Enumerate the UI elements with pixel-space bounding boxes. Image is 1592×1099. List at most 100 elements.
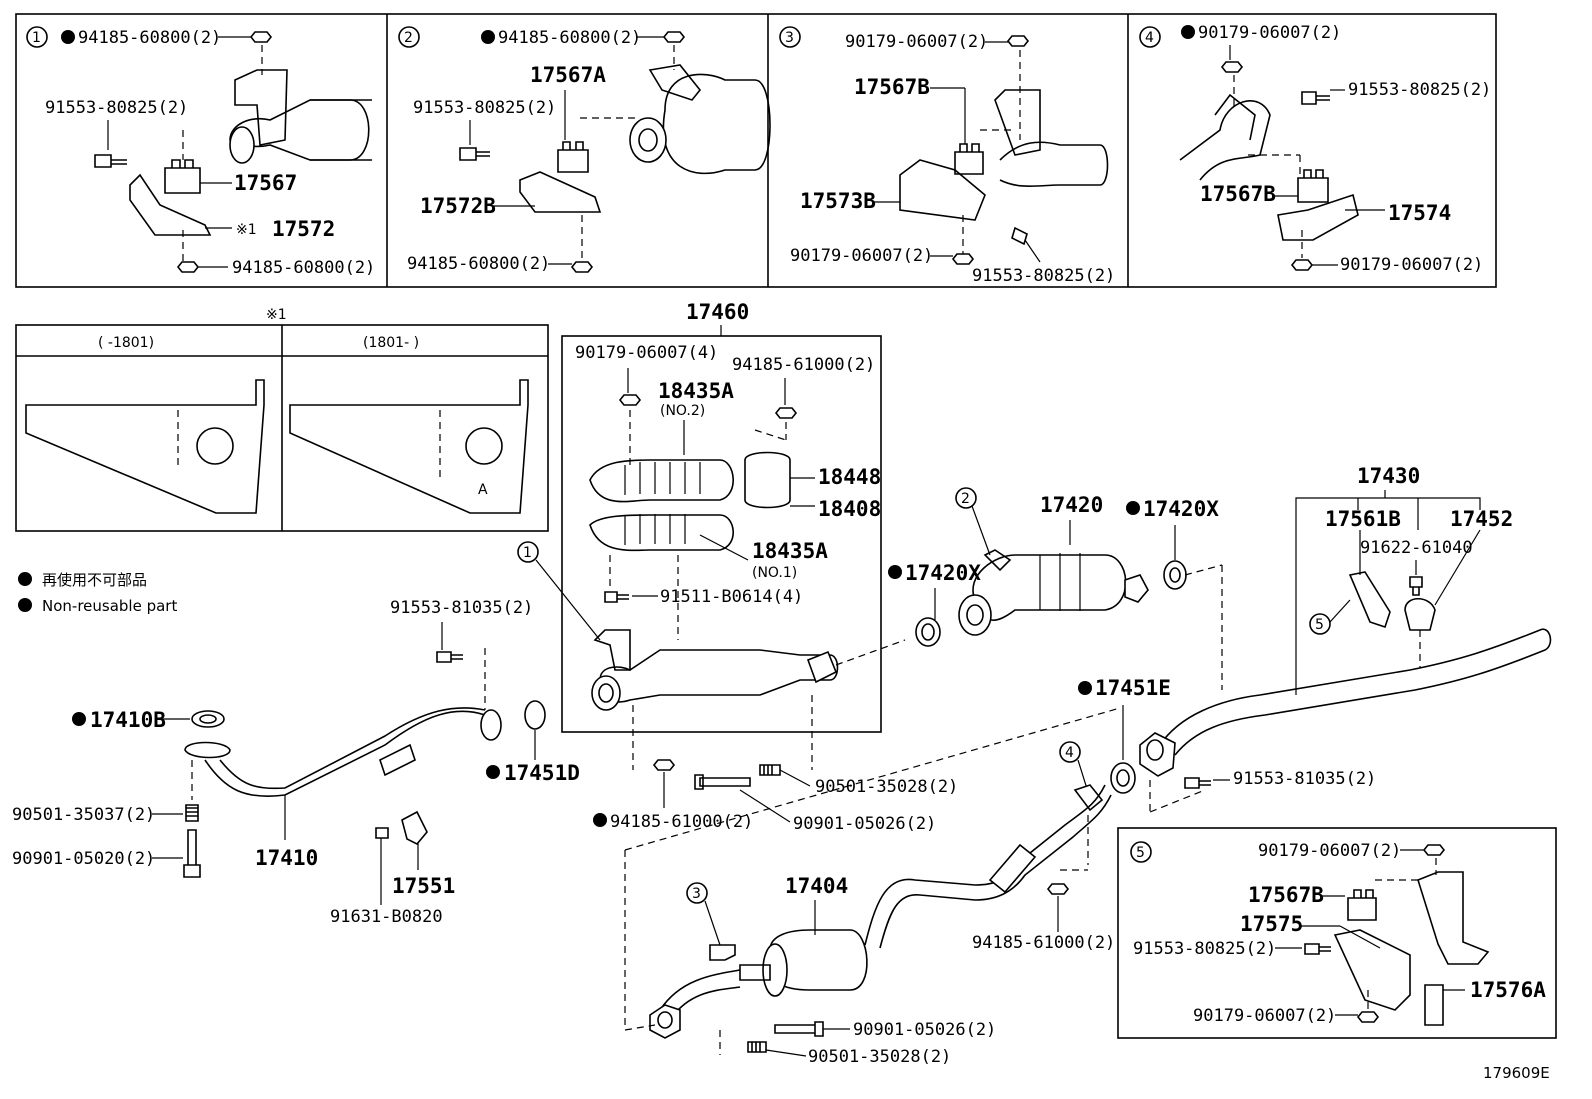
mount-rubber-icon <box>164 159 201 194</box>
main-muffler-17404: 4 94185-61000(2) 17404 3 90901-05026(2) … <box>624 741 1115 1067</box>
panel-number: 4 <box>1145 30 1154 46</box>
assembly-title: 17460 <box>686 300 749 324</box>
svg-text:17551: 17551 <box>392 874 455 898</box>
svg-text:90501-35028(2): 90501-35028(2) <box>815 777 958 797</box>
exhaust-pipe-icon <box>1179 100 1271 181</box>
svg-text:4: 4 <box>1065 745 1074 761</box>
nut-icon <box>176 261 200 273</box>
stud-bolt-icon <box>183 829 201 878</box>
part-label: 17567A <box>530 63 606 87</box>
legend: 再使用不可部品 Non-reusable part <box>18 571 177 615</box>
gasket-icon <box>1163 560 1187 590</box>
svg-text:94185-61000(2): 94185-61000(2) <box>972 933 1115 953</box>
bracket-icon <box>1333 929 1411 1011</box>
svg-text:17420X: 17420X <box>1143 497 1219 521</box>
tail-pipe-icon <box>1159 628 1552 756</box>
part-label: 94185-60800(2) <box>232 258 375 278</box>
panel-number: 3 <box>785 30 794 46</box>
svg-text:3: 3 <box>692 886 701 902</box>
bolt-icon <box>1409 576 1423 596</box>
part-label: 94185-60800(2) <box>78 28 221 48</box>
mount-rubber-icon <box>1297 169 1329 203</box>
non-reusable-mark <box>481 30 495 44</box>
gasket-17451e: 17451E <box>1078 676 1171 794</box>
svg-text:17451D: 17451D <box>504 761 580 785</box>
nut-icon <box>1220 61 1244 73</box>
svg-text:5: 5 <box>1315 617 1324 633</box>
note-panel: ※1 ( -1801) (1801- ) A <box>15 307 549 532</box>
mount-rubber-icon <box>557 141 589 173</box>
gasket-17420x-a: 17420X <box>888 561 981 647</box>
svg-text:17430: 17430 <box>1357 464 1420 488</box>
non-reusable-mark <box>18 598 32 612</box>
bolt-icon <box>1184 777 1211 789</box>
part-label: 18435A <box>658 379 734 403</box>
nut-icon <box>951 253 975 265</box>
svg-text:91622-61040: 91622-61040 <box>1360 538 1473 558</box>
gasket-17420x-b: 17420X <box>1126 497 1223 690</box>
detail-panel-2: 2 94185-60800(2) 17567A 91553-80825(2) 1… <box>398 26 771 274</box>
middle-fasteners: 94185-61000(2) 90901-05026(2) 90501-3502… <box>593 707 1121 1030</box>
bracket-icon <box>519 171 602 213</box>
part-label: 91511-B0614(4) <box>660 587 803 607</box>
svg-text:17451E: 17451E <box>1095 676 1171 700</box>
bracket-icon <box>593 629 631 671</box>
bolt-icon <box>1011 226 1028 246</box>
svg-text:91553-81035(2): 91553-81035(2) <box>390 598 533 618</box>
catalyst-body-icon <box>662 73 771 175</box>
svg-text:2: 2 <box>961 491 970 507</box>
spring-icon <box>747 1041 767 1053</box>
part-label: 90179-06007(4) <box>575 343 718 363</box>
nut-icon <box>249 31 273 43</box>
nut-icon <box>1422 844 1446 856</box>
svg-text:90901-05026(2): 90901-05026(2) <box>793 814 936 834</box>
note-right-header: (1801- ) <box>363 335 419 351</box>
part-label: 91553-80825(2) <box>972 266 1115 286</box>
svg-text:90501-35028(2): 90501-35028(2) <box>808 1047 951 1067</box>
detail-panel-1: 1 94185-60800(2) 91553-80825(2) 17567 ※1… <box>26 26 375 278</box>
intermediate-pipe-icon <box>864 784 1106 946</box>
non-reusable-mark <box>1181 25 1195 39</box>
bolt-icon <box>459 147 490 161</box>
svg-text:17420X: 17420X <box>905 561 981 585</box>
bolt-icon <box>1304 943 1331 955</box>
clamp-upper-icon <box>744 451 791 509</box>
sub-muffler-icon <box>972 554 1127 621</box>
part-label: 17572B <box>420 194 496 218</box>
bolt-icon <box>375 827 389 839</box>
part-label: 17574 <box>1388 201 1451 225</box>
nut-icon <box>618 394 642 406</box>
insulator-icon <box>1424 984 1444 1026</box>
note-title: ※1 <box>266 307 287 323</box>
svg-text:17576A: 17576A <box>1470 978 1546 1002</box>
detail-panel-5: 5 90179-06007(2) 17567B 17575 91553-8082… <box>1117 827 1557 1039</box>
svg-text:17561B: 17561B <box>1325 507 1401 531</box>
bracket-icon <box>899 159 986 221</box>
bolt-icon <box>1301 91 1330 105</box>
non-reusable-mark <box>61 30 75 44</box>
gasket-icon <box>524 700 546 730</box>
detail-panel-4: 4 90179-06007(2) 91553-80825(2) 17567B 1… <box>1139 23 1491 275</box>
nut-icon <box>652 759 676 771</box>
catalytic-converter-icon <box>599 649 839 703</box>
note-left-header: ( -1801) <box>98 335 154 351</box>
bracket-icon <box>1277 193 1359 241</box>
front-pipe-17410: 17410B 91553-81035(2) 17451D 90501-35037… <box>12 598 580 927</box>
svg-text:90179-06007(2): 90179-06007(2) <box>1193 1006 1336 1026</box>
figure-code: 179609E <box>1483 1064 1550 1082</box>
nut-icon <box>774 407 798 419</box>
part-label: 17567B <box>1200 182 1276 206</box>
gasket-icon <box>915 617 941 647</box>
bracket-icon <box>129 173 212 236</box>
svg-text:17575: 17575 <box>1240 912 1303 936</box>
bolt-icon <box>436 651 463 663</box>
spring-icon <box>759 764 781 776</box>
mount-rubber-icon <box>954 143 984 175</box>
nut-icon <box>662 31 686 43</box>
hanger-bracket-icon <box>234 69 288 146</box>
nut-icon <box>1290 259 1314 271</box>
lower-heat-shield-icon <box>589 514 734 552</box>
svg-text:17420: 17420 <box>1040 493 1103 517</box>
svg-text:91553-80825(2): 91553-80825(2) <box>1133 939 1276 959</box>
